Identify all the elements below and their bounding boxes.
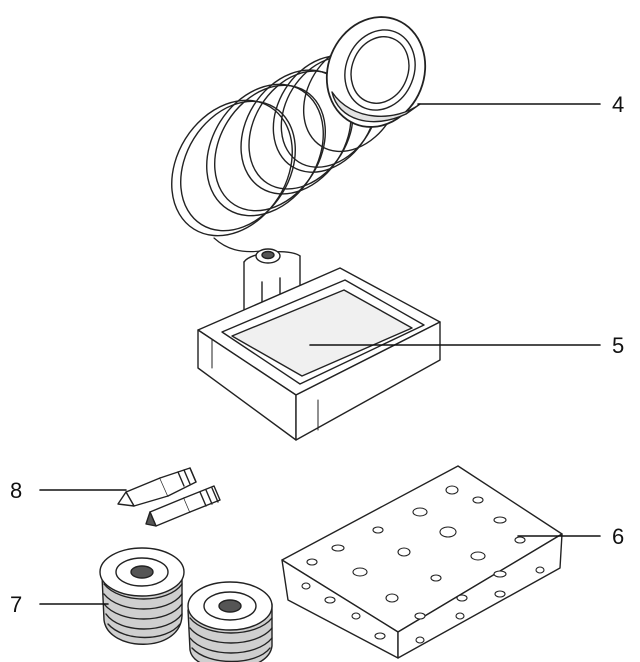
callout-6: 6 [612,524,624,549]
spring-holder [171,16,427,253]
replacement-tips [117,467,221,527]
callout-5: 5 [612,333,624,358]
callout-4: 4 [612,92,624,117]
callout-7: 7 [10,592,22,617]
stand-base [197,248,441,441]
cleaning-sponge [281,465,563,659]
solder-spools [99,547,273,662]
callout-leaders [39,103,601,605]
callout-8: 8 [10,478,22,503]
